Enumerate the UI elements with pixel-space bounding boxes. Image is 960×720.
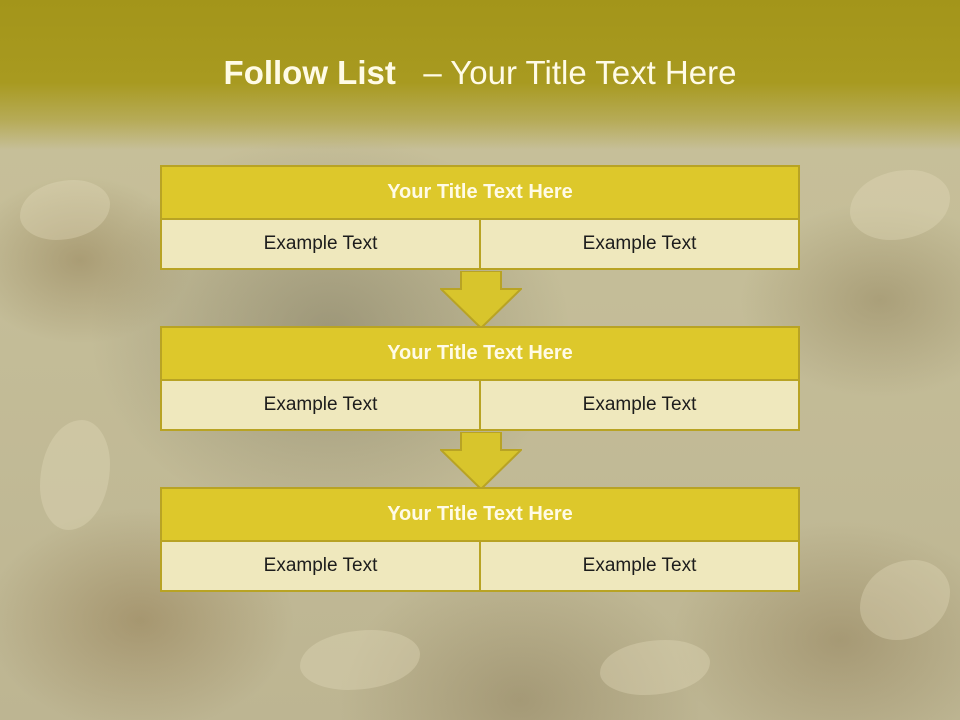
step-title: Your Title Text Here (160, 165, 800, 220)
leaf-highlight (40, 420, 110, 530)
slide-title-bold: Follow List (223, 54, 396, 91)
step-cell-left: Example Text (160, 381, 481, 431)
step-box: Your Title Text Here Example Text Exampl… (160, 326, 800, 431)
title-banner (0, 0, 960, 150)
leaf-highlight (850, 170, 950, 240)
down-arrow-icon (440, 271, 522, 329)
down-arrow-icon (440, 432, 522, 490)
leaf-highlight (600, 640, 710, 695)
step-cell-left: Example Text (160, 542, 481, 592)
step-row: Example Text Example Text (160, 381, 800, 431)
step-title: Your Title Text Here (160, 487, 800, 542)
step-box: Your Title Text Here Example Text Exampl… (160, 165, 800, 270)
slide-title: Follow List – Your Title Text Here (0, 54, 960, 92)
step-cell-left: Example Text (160, 220, 481, 270)
leaf-highlight (300, 630, 420, 690)
leaf-highlight (860, 560, 950, 640)
step-cell-right: Example Text (481, 381, 800, 431)
slide-title-rest: – Your Title Text Here (423, 54, 737, 91)
step-cell-right: Example Text (481, 220, 800, 270)
leaf-highlight (20, 180, 110, 240)
step-row: Example Text Example Text (160, 542, 800, 592)
step-cell-right: Example Text (481, 542, 800, 592)
step-box: Your Title Text Here Example Text Exampl… (160, 487, 800, 592)
step-row: Example Text Example Text (160, 220, 800, 270)
step-title: Your Title Text Here (160, 326, 800, 381)
